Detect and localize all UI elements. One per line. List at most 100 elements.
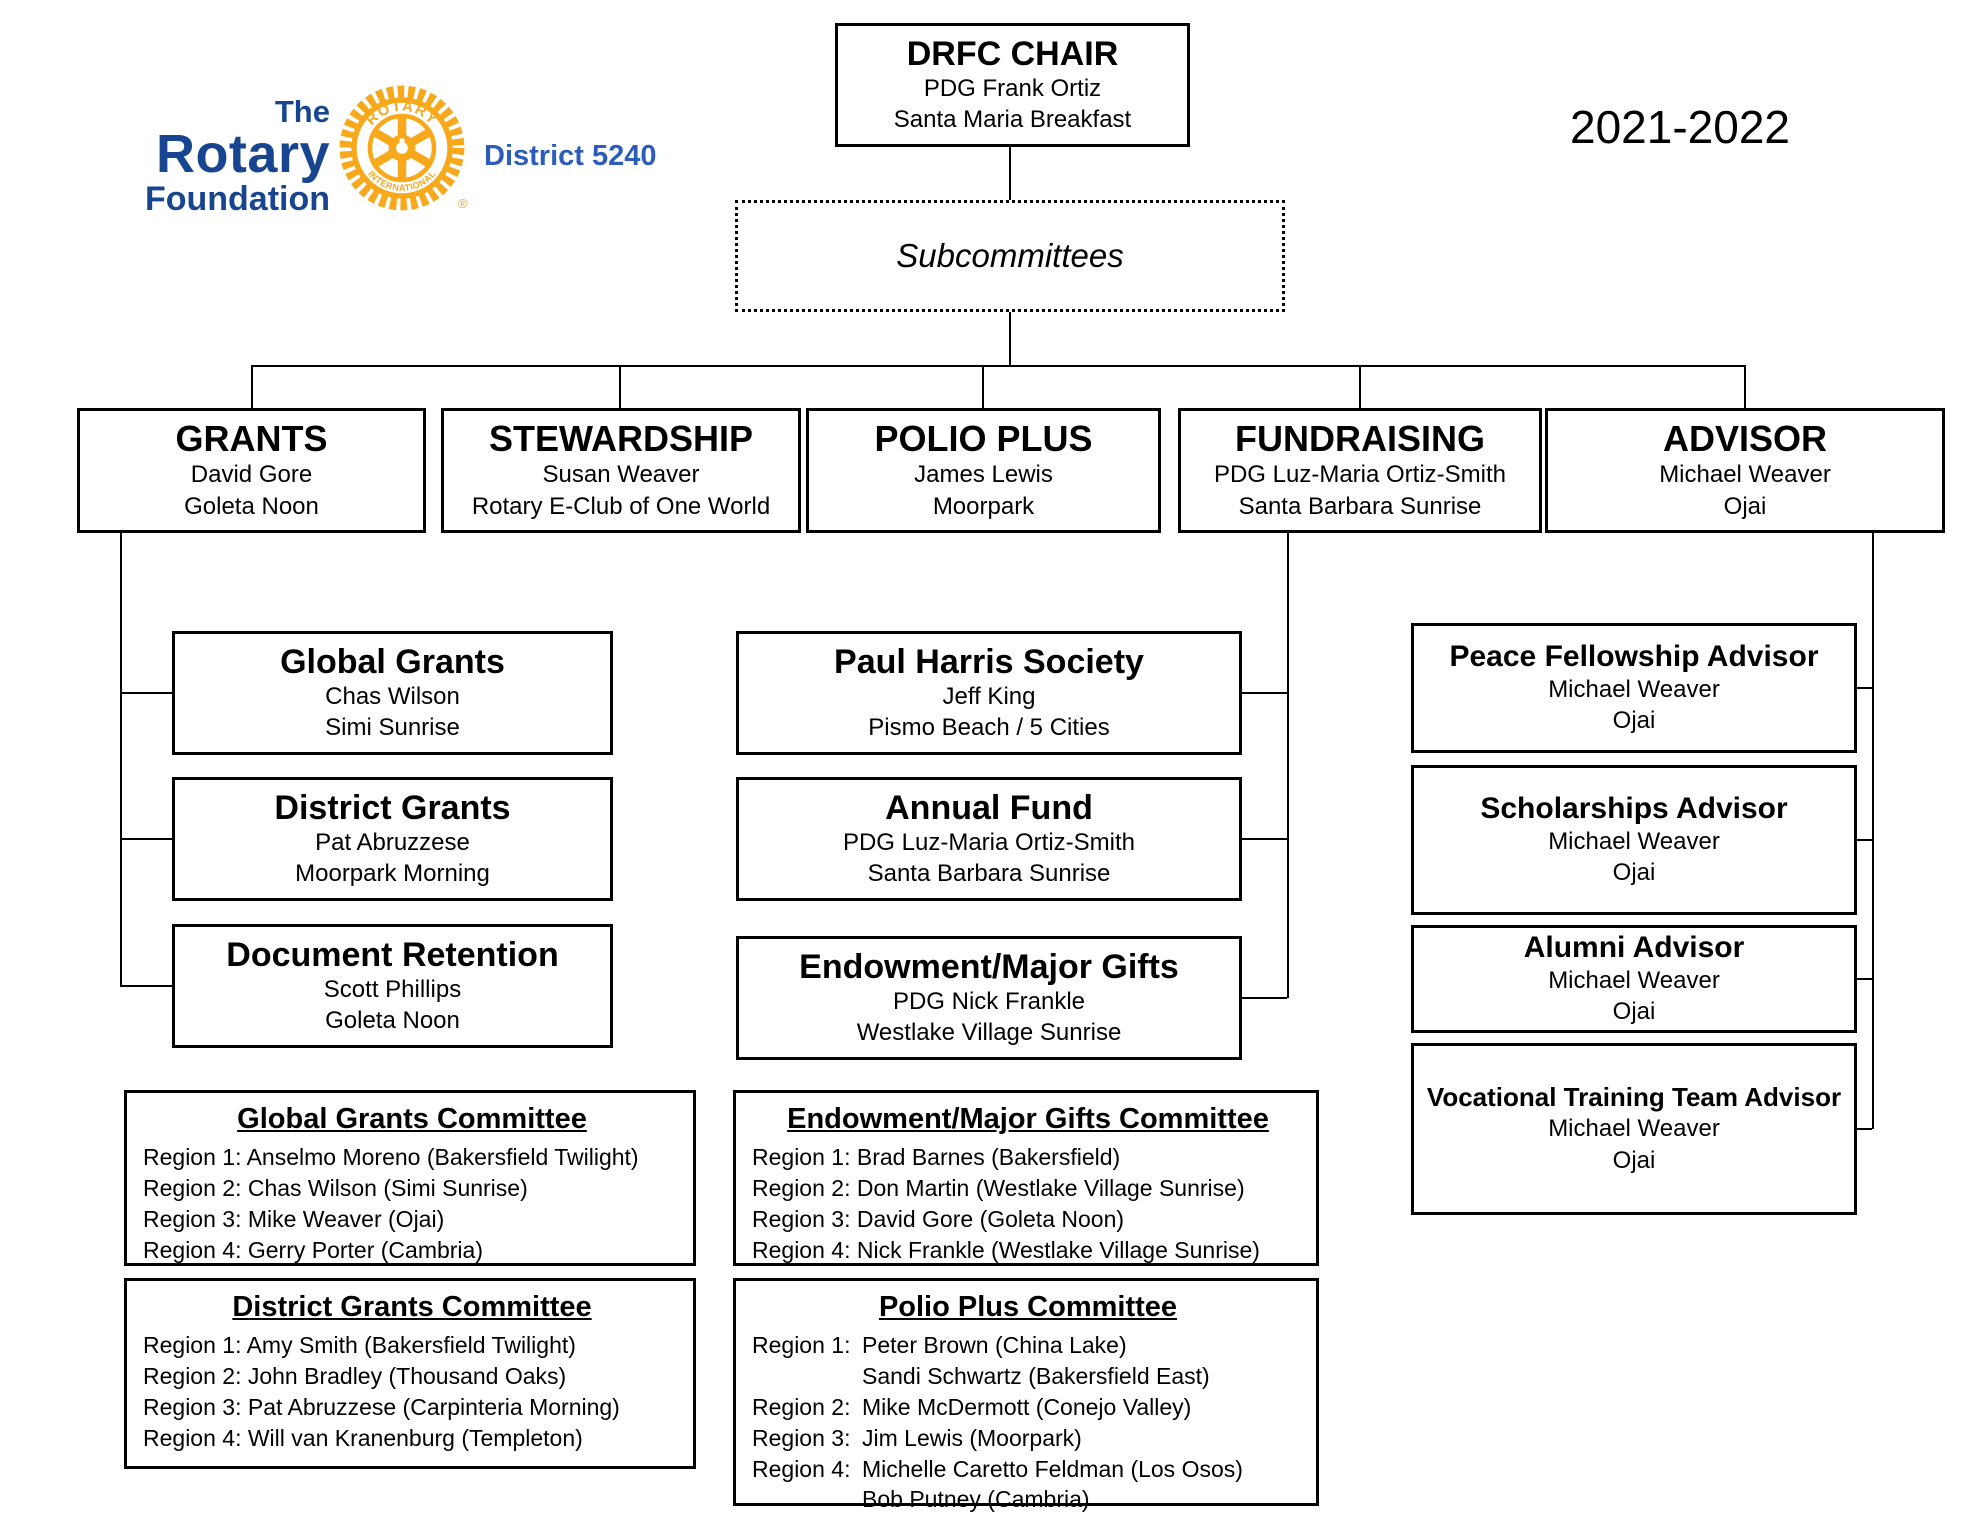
- roster-polio-plus-committee: Polio Plus Committee Region 1:Peter Brow…: [733, 1278, 1319, 1512]
- roster-row: Region 3:Jim Lewis (Moorpark): [752, 1423, 1304, 1454]
- subbox-title: Peace Fellowship Advisor: [1449, 639, 1819, 673]
- district-label: District 5240: [484, 140, 657, 172]
- connector-drop-fundraising: [1359, 365, 1361, 408]
- roster-title: District Grants Committee: [232, 1291, 592, 1323]
- subbox-global-grants: Global Grants Chas Wilson Simi Sunrise: [172, 631, 613, 755]
- roster-row-name: Bob Putney (Cambria): [862, 1486, 1090, 1513]
- subbox-title: Annual Fund: [885, 788, 1093, 827]
- subbox-title: Global Grants: [280, 642, 505, 681]
- roster-row-name: Sandi Schwartz (Bakersfield East): [862, 1363, 1210, 1390]
- connector-sub-down: [1009, 310, 1011, 367]
- connector-chair-down: [1009, 145, 1011, 202]
- year-label: 2021-2022: [1570, 101, 1790, 153]
- subbox-endowment-major-gifts: Endowment/Major Gifts PDG Nick Frankle W…: [736, 936, 1242, 1060]
- connector-drop-stewardship: [619, 365, 621, 408]
- connector-drop-advisor: [1744, 365, 1746, 408]
- subbox-name: Chas Wilson: [325, 682, 460, 710]
- subbox-title: Paul Harris Society: [834, 642, 1144, 681]
- committee-chair-club: Ojai: [1723, 492, 1767, 520]
- roster-row: Region 2:Mike McDermott (Conejo Valley): [752, 1392, 1304, 1423]
- roster-global-grants-committee: Global Grants Committee Region 1: Anselm…: [124, 1090, 696, 1266]
- connector-fundraising-stub-1: [1242, 692, 1287, 694]
- roster-row-name: Jim Lewis (Moorpark): [862, 1424, 1082, 1451]
- subbox-name: Michael Weaver: [1548, 676, 1720, 704]
- roster-row-name: Michelle Caretto Feldman (Los Osos): [862, 1455, 1243, 1482]
- subbox-club: Santa Barbara Sunrise: [867, 860, 1111, 888]
- committee-chair-club: Moorpark: [932, 492, 1035, 520]
- subbox-name: Pat Abruzzese: [315, 828, 470, 856]
- connector-drop-polio: [982, 365, 984, 408]
- subbox-name: Michael Weaver: [1548, 1115, 1720, 1143]
- roster-endowment-major-gifts-committee: Endowment/Major Gifts Committee Region 1…: [733, 1090, 1319, 1266]
- roster-row: Region 1: Amy Smith (Bakersfield Twiligh…: [143, 1332, 576, 1359]
- subbox-name: PDG Luz-Maria Ortiz-Smith: [842, 828, 1136, 856]
- subbox-club: Ojai: [1612, 998, 1656, 1026]
- subbox-club: Ojai: [1612, 1146, 1656, 1174]
- roster-row: Region 2: John Bradley (Thousand Oaks): [143, 1363, 567, 1390]
- connector-bus: [251, 365, 1746, 367]
- roster-row: Bob Putney (Cambria): [752, 1484, 1304, 1515]
- connector-advisor-stub-2: [1857, 839, 1872, 841]
- roster-row: Region 4: Nick Frankle (Westlake Village…: [752, 1236, 1260, 1263]
- subbox-paul-harris-society: Paul Harris Society Jeff King Pismo Beac…: [736, 631, 1242, 755]
- roster-row: Region 1:Peter Brown (China Lake): [752, 1330, 1304, 1361]
- committee-title: POLIO PLUS: [874, 418, 1093, 460]
- roster-row-name: Peter Brown (China Lake): [862, 1332, 1127, 1359]
- roster-row: Sandi Schwartz (Bakersfield East): [752, 1361, 1304, 1392]
- roster-row: Region 4: Gerry Porter (Cambria): [143, 1236, 483, 1263]
- subbox-title: Endowment/Major Gifts: [799, 947, 1179, 986]
- connector-advisor-vline: [1872, 531, 1874, 1129]
- subbox-document-retention: Document Retention Scott Phillips Goleta…: [172, 924, 613, 1048]
- logo-word-rotary: Rotary: [155, 124, 330, 184]
- subbox-vocational-training-team-advisor: Vocational Training Team Advisor Michael…: [1411, 1043, 1857, 1215]
- committee-title: GRANTS: [175, 418, 328, 460]
- roster-title: Global Grants Committee: [237, 1103, 587, 1135]
- committee-chair-name: David Gore: [190, 461, 313, 489]
- committee-title: FUNDRAISING: [1235, 418, 1485, 460]
- registered-mark: ®: [458, 196, 468, 211]
- committee-title: STEWARDSHIP: [488, 418, 754, 460]
- roster-row: Region 3: Pat Abruzzese (Carpinteria Mor…: [143, 1393, 620, 1420]
- rotary-foundation-logo: The Rotary Foundation: [88, 96, 330, 218]
- connector-grants-vline: [120, 531, 122, 987]
- subbox-peace-fellowship-advisor: Peace Fellowship Advisor Michael Weaver …: [1411, 623, 1857, 753]
- subbox-club: Simi Sunrise: [325, 714, 460, 742]
- subbox-annual-fund: Annual Fund PDG Luz-Maria Ortiz-Smith Sa…: [736, 777, 1242, 901]
- subbox-club: Ojai: [1612, 707, 1656, 735]
- committee-box-advisor: ADVISOR Michael Weaver Ojai: [1545, 408, 1945, 533]
- subcommittees-label: Subcommittees: [896, 237, 1124, 274]
- connector-advisor-stub-1: [1857, 687, 1872, 689]
- committee-box-stewardship: STEWARDSHIP Susan Weaver Rotary E-Club o…: [441, 408, 801, 533]
- roster-district-grants-committee: District Grants Committee Region 1: Amy …: [124, 1278, 696, 1469]
- connector-grants-stub-2: [120, 838, 172, 840]
- logo-word-the: The: [274, 94, 330, 129]
- connector-fundraising-stub-2: [1242, 838, 1287, 840]
- roster-row: Region 3: David Gore (Goleta Noon): [752, 1205, 1125, 1232]
- subbox-district-grants: District Grants Pat Abruzzese Moorpark M…: [172, 777, 613, 901]
- roster-row: Region 2: Chas Wilson (Simi Sunrise): [143, 1175, 528, 1202]
- committee-title: ADVISOR: [1662, 418, 1828, 460]
- logo-word-foundation: Foundation: [144, 180, 330, 219]
- committee-chair-club: Goleta Noon: [184, 492, 319, 520]
- subbox-name: PDG Nick Frankle: [892, 987, 1086, 1015]
- connector-grants-stub-3: [120, 985, 172, 987]
- subbox-club: Westlake Village Sunrise: [856, 1019, 1122, 1047]
- committee-box-fundraising: FUNDRAISING PDG Luz-Maria Ortiz-Smith Sa…: [1178, 408, 1542, 533]
- connector-grants-stub-1: [120, 692, 172, 694]
- committee-chair-name: PDG Luz-Maria Ortiz-Smith: [1213, 461, 1507, 489]
- connector-advisor-stub-4: [1857, 1128, 1872, 1130]
- subbox-alumni-advisor: Alumni Advisor Michael Weaver Ojai: [1411, 925, 1857, 1033]
- connector-advisor-stub-3: [1857, 978, 1872, 980]
- subbox-title: Alumni Advisor: [1523, 930, 1745, 964]
- subbox-title: Scholarships Advisor: [1480, 791, 1788, 825]
- subbox-name: Jeff King: [942, 682, 1036, 710]
- subcommittees-box: Subcommittees: [735, 200, 1285, 312]
- committee-chair-club: Santa Barbara Sunrise: [1238, 492, 1482, 520]
- roster-row: Region 4: Will van Kranenburg (Templeton…: [143, 1424, 583, 1451]
- committee-box-polio-plus: POLIO PLUS James Lewis Moorpark: [806, 408, 1161, 533]
- subbox-club: Goleta Noon: [325, 1007, 460, 1035]
- committee-chair-name: Michael Weaver: [1659, 461, 1831, 489]
- roster-row: Region 2: Don Martin (Westlake Village S…: [752, 1175, 1245, 1202]
- roster-row-label: Region 4:: [752, 1455, 851, 1482]
- committee-box-grants: GRANTS David Gore Goleta Noon: [77, 408, 426, 533]
